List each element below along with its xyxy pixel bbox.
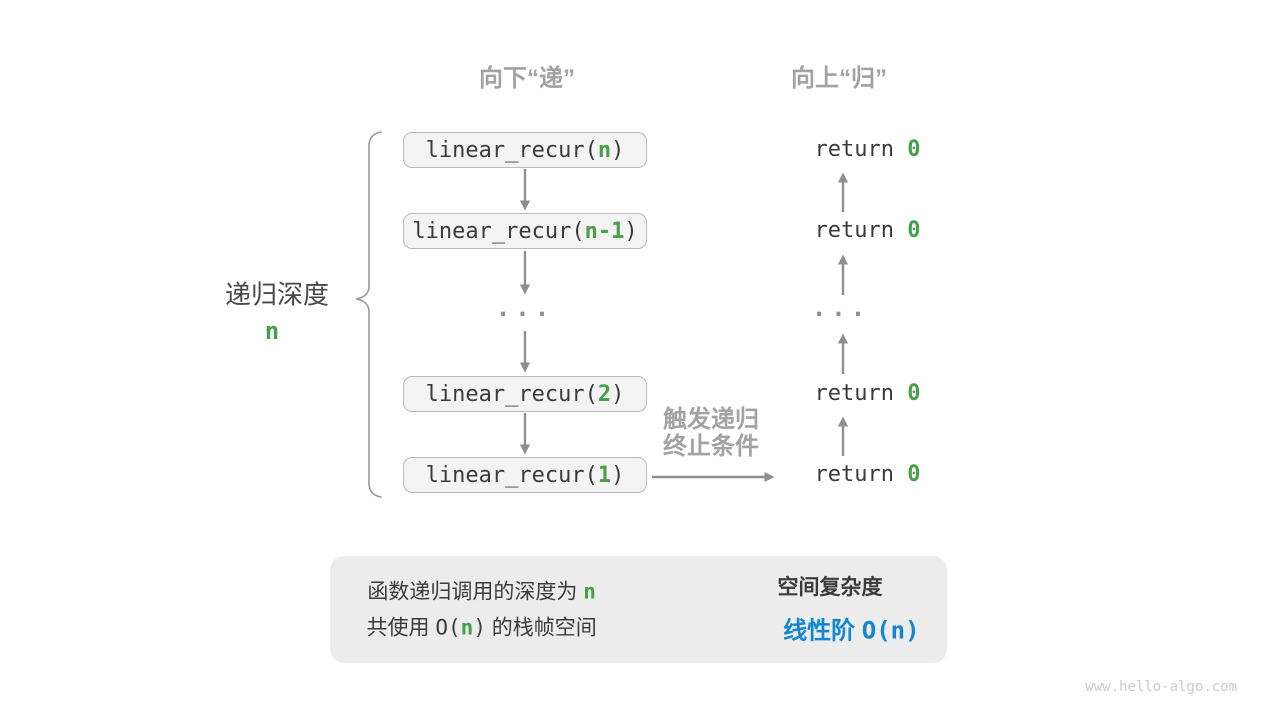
call-text: linear_recur(: [425, 462, 598, 488]
space-complexity-title: 空间复杂度: [777, 576, 883, 599]
return-column-ellipsis: ...: [811, 294, 871, 322]
call-box-linear-recur-2: linear_recur(2): [403, 376, 647, 412]
return-value: 0: [907, 462, 921, 487]
recursion-depth-label: 递归深度: [224, 279, 330, 310]
summary-panel: [330, 556, 947, 663]
base-case-caption: 触发递归 终止条件: [663, 406, 759, 460]
return-keyword: return: [814, 462, 908, 487]
big-o-n: n: [460, 615, 474, 640]
call-text: linear_recur(: [425, 381, 598, 407]
call-stack-ellipsis: ...: [495, 294, 555, 322]
call-box-linear-recur-1: linear_recur(1): [403, 457, 647, 493]
linear-order-label: 线性阶: [783, 617, 862, 645]
summary-space-text: 共使用: [366, 616, 436, 640]
call-text: ): [611, 462, 625, 488]
call-arg: n: [597, 137, 612, 163]
return-keyword: return: [814, 381, 908, 406]
call-text: ): [611, 137, 625, 163]
watermark: www.hello-algo.com: [1085, 679, 1237, 695]
return-value: 0: [907, 381, 921, 406]
return-row: return 0: [762, 111, 921, 189]
ascend-column-header: 向上“归”: [791, 65, 887, 92]
space-complexity-result: 线性阶 O(n): [756, 583, 919, 674]
summary-depth-value: n: [583, 579, 596, 604]
big-o-close: ): [473, 615, 486, 640]
depth-brace: [355, 131, 382, 498]
call-arg: 1: [597, 462, 612, 488]
linear-order-value: O(n): [861, 616, 920, 645]
recursion-depth-value: n: [264, 317, 280, 345]
summary-space-suffix: 的栈帧空间: [485, 616, 597, 640]
call-text: ): [624, 218, 638, 244]
call-text: ): [611, 381, 625, 407]
call-arg: 2: [597, 381, 612, 407]
return-row: return 0: [762, 355, 921, 433]
big-o-open: O(: [435, 615, 461, 640]
base-case-caption-line1: 触发递归: [663, 406, 759, 433]
call-text: linear_recur(: [412, 218, 585, 244]
return-row: return 0: [762, 436, 921, 514]
call-box-linear-recur-n-1: linear_recur(n-1): [403, 213, 647, 249]
summary-space-line: 共使用 O(n) 的栈帧空间: [343, 591, 597, 666]
call-text: linear_recur(: [425, 137, 598, 163]
base-case-caption-line2: 终止条件: [663, 433, 759, 460]
descend-column-header: 向下“递”: [479, 65, 575, 92]
summary-depth-text: 函数递归调用的深度为: [367, 580, 584, 604]
return-value: 0: [907, 137, 921, 162]
return-keyword: return: [814, 137, 908, 162]
summary-depth-line: 函数递归调用的深度为 n: [344, 555, 596, 630]
return-row: return 0: [762, 192, 921, 270]
return-keyword: return: [814, 218, 908, 243]
call-box-linear-recur-n: linear_recur(n): [403, 132, 647, 168]
return-value: 0: [907, 218, 921, 243]
call-arg: n-1: [584, 218, 625, 244]
